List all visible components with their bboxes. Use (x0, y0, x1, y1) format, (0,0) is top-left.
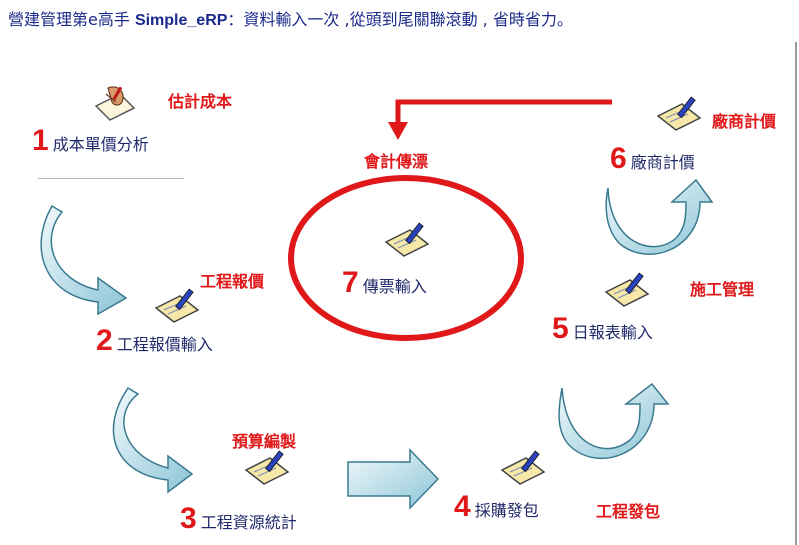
tag-step-2: 工程報價 (200, 272, 265, 291)
step-2[interactable]: 2 工程報價輸入 (96, 326, 213, 356)
tag-step-5: 施工管理 (690, 280, 755, 299)
step-1-label: 成本單價分析 (52, 135, 149, 154)
right-border-line (795, 42, 797, 545)
step-4[interactable]: 4 採購發包 (454, 492, 539, 522)
divider-line (38, 178, 184, 179)
notebook-pen-icon-5 (604, 272, 650, 307)
step-4-label: 採購發包 (474, 501, 539, 520)
tag-step-6: 廠商計價 (712, 112, 777, 131)
notebook-pen-icon-4 (500, 450, 546, 485)
title-product: Simple_eRP (134, 12, 228, 29)
step-6-label: 廠商計價 (630, 153, 695, 172)
step-2-label: 工程報價輸入 (116, 335, 213, 354)
notebook-pen-icon-3 (244, 450, 290, 485)
step-2-number: 2 (96, 324, 113, 357)
curve-arrow-1-2 (40, 204, 128, 316)
tag-step-1: 估計成本 (168, 92, 233, 111)
step-3-label: 工程資源統計 (200, 513, 297, 532)
step-3-number: 3 (180, 502, 197, 535)
step-7-label: 傳票輸入 (362, 277, 427, 296)
notebook-pen-icon-7 (384, 222, 430, 257)
curve-arrow-5-6 (605, 178, 714, 255)
step-1[interactable]: 1 成本單價分析 (32, 126, 149, 156)
hand-writing-icon (94, 86, 136, 121)
page-title: 營建管理第e高手 Simple_eRP：資料輸入一次 ,從頭到尾關聯滾動 , 省… (8, 6, 788, 30)
step-1-number: 1 (32, 124, 49, 157)
step-5[interactable]: 5 日報表輸入 (552, 314, 653, 344)
title-suffix: ：資料輸入一次 ,從頭到尾關聯滾動 , 省時省力。 (227, 10, 573, 29)
step-7-number: 7 (342, 266, 359, 299)
step-6[interactable]: 6 廠商計價 (610, 144, 695, 174)
notebook-pen-icon-6 (656, 96, 702, 131)
tag-step-3: 預算編製 (232, 432, 297, 451)
tag-step-7: 會計傳漂 (364, 152, 429, 171)
notebook-pen-icon-2 (154, 288, 200, 323)
step-7[interactable]: 7 傳票輸入 (342, 268, 427, 298)
step-4-number: 4 (454, 490, 471, 523)
step-5-label: 日報表輸入 (572, 323, 653, 342)
title-prefix: 營建管理第e高手 (8, 10, 135, 29)
curve-arrow-2-3 (112, 386, 194, 494)
red-feedback-arrow (395, 99, 612, 125)
step-6-number: 6 (610, 142, 627, 175)
curve-arrow-4-5 (558, 382, 670, 460)
highlight-ellipse (288, 175, 524, 341)
tag-step-4: 工程發包 (596, 502, 661, 521)
red-arrowhead (388, 122, 408, 140)
step-3[interactable]: 3 工程資源統計 (180, 504, 297, 534)
straight-arrow-3-4 (347, 448, 440, 510)
step-5-number: 5 (552, 312, 569, 345)
